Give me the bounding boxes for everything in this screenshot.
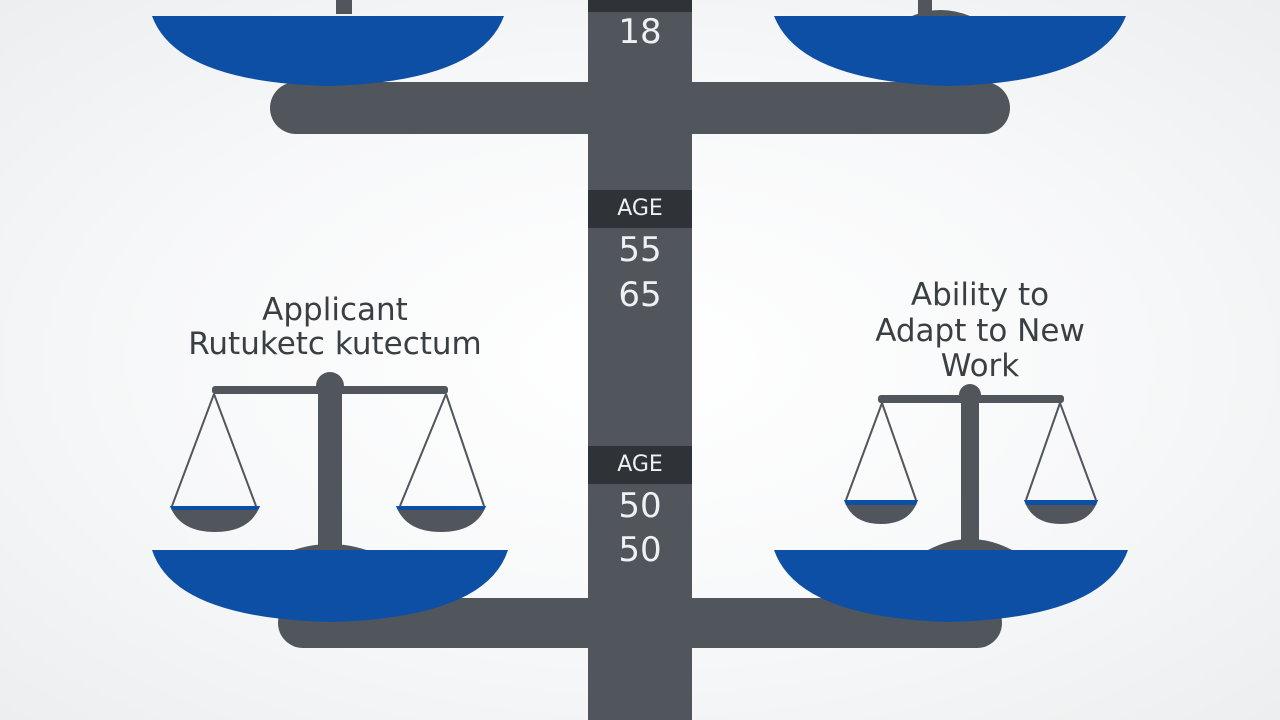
right-label-line-1: Ability to (910, 277, 1050, 313)
bottom-right-mound (928, 539, 1012, 550)
top-right-pan-stem (918, 0, 932, 14)
left-balance-scale-icon (170, 372, 486, 548)
age-value-2a: 50 (618, 486, 662, 526)
bottom-left-blue-pan (152, 550, 508, 622)
bottom-crossbar (278, 598, 1002, 648)
bottom-right-blue-pan (774, 550, 1128, 622)
age-value-1a: 55 (618, 230, 662, 270)
top-left-blue-pan (152, 16, 504, 86)
age-value-2b: 50 (618, 530, 662, 570)
left-label-line-1: Applicant (262, 292, 408, 328)
age-value-1b: 65 (618, 275, 662, 315)
right-label-line-3: Work (940, 348, 1020, 384)
age-tag-2: AGE (588, 446, 692, 484)
right-balance-scale-icon (844, 384, 1098, 540)
top-crossbar (270, 82, 1010, 134)
right-label-line-2: Adapt to New (875, 313, 1085, 349)
top-left-pan-stem (336, 0, 352, 14)
top-right-blue-pan (774, 16, 1126, 86)
top-tag-strip (588, 0, 692, 12)
top-age-value: 18 (618, 12, 662, 52)
left-label-line-2: Rutuketc kutectum (188, 326, 482, 362)
age-tag-1: AGE (588, 190, 692, 228)
